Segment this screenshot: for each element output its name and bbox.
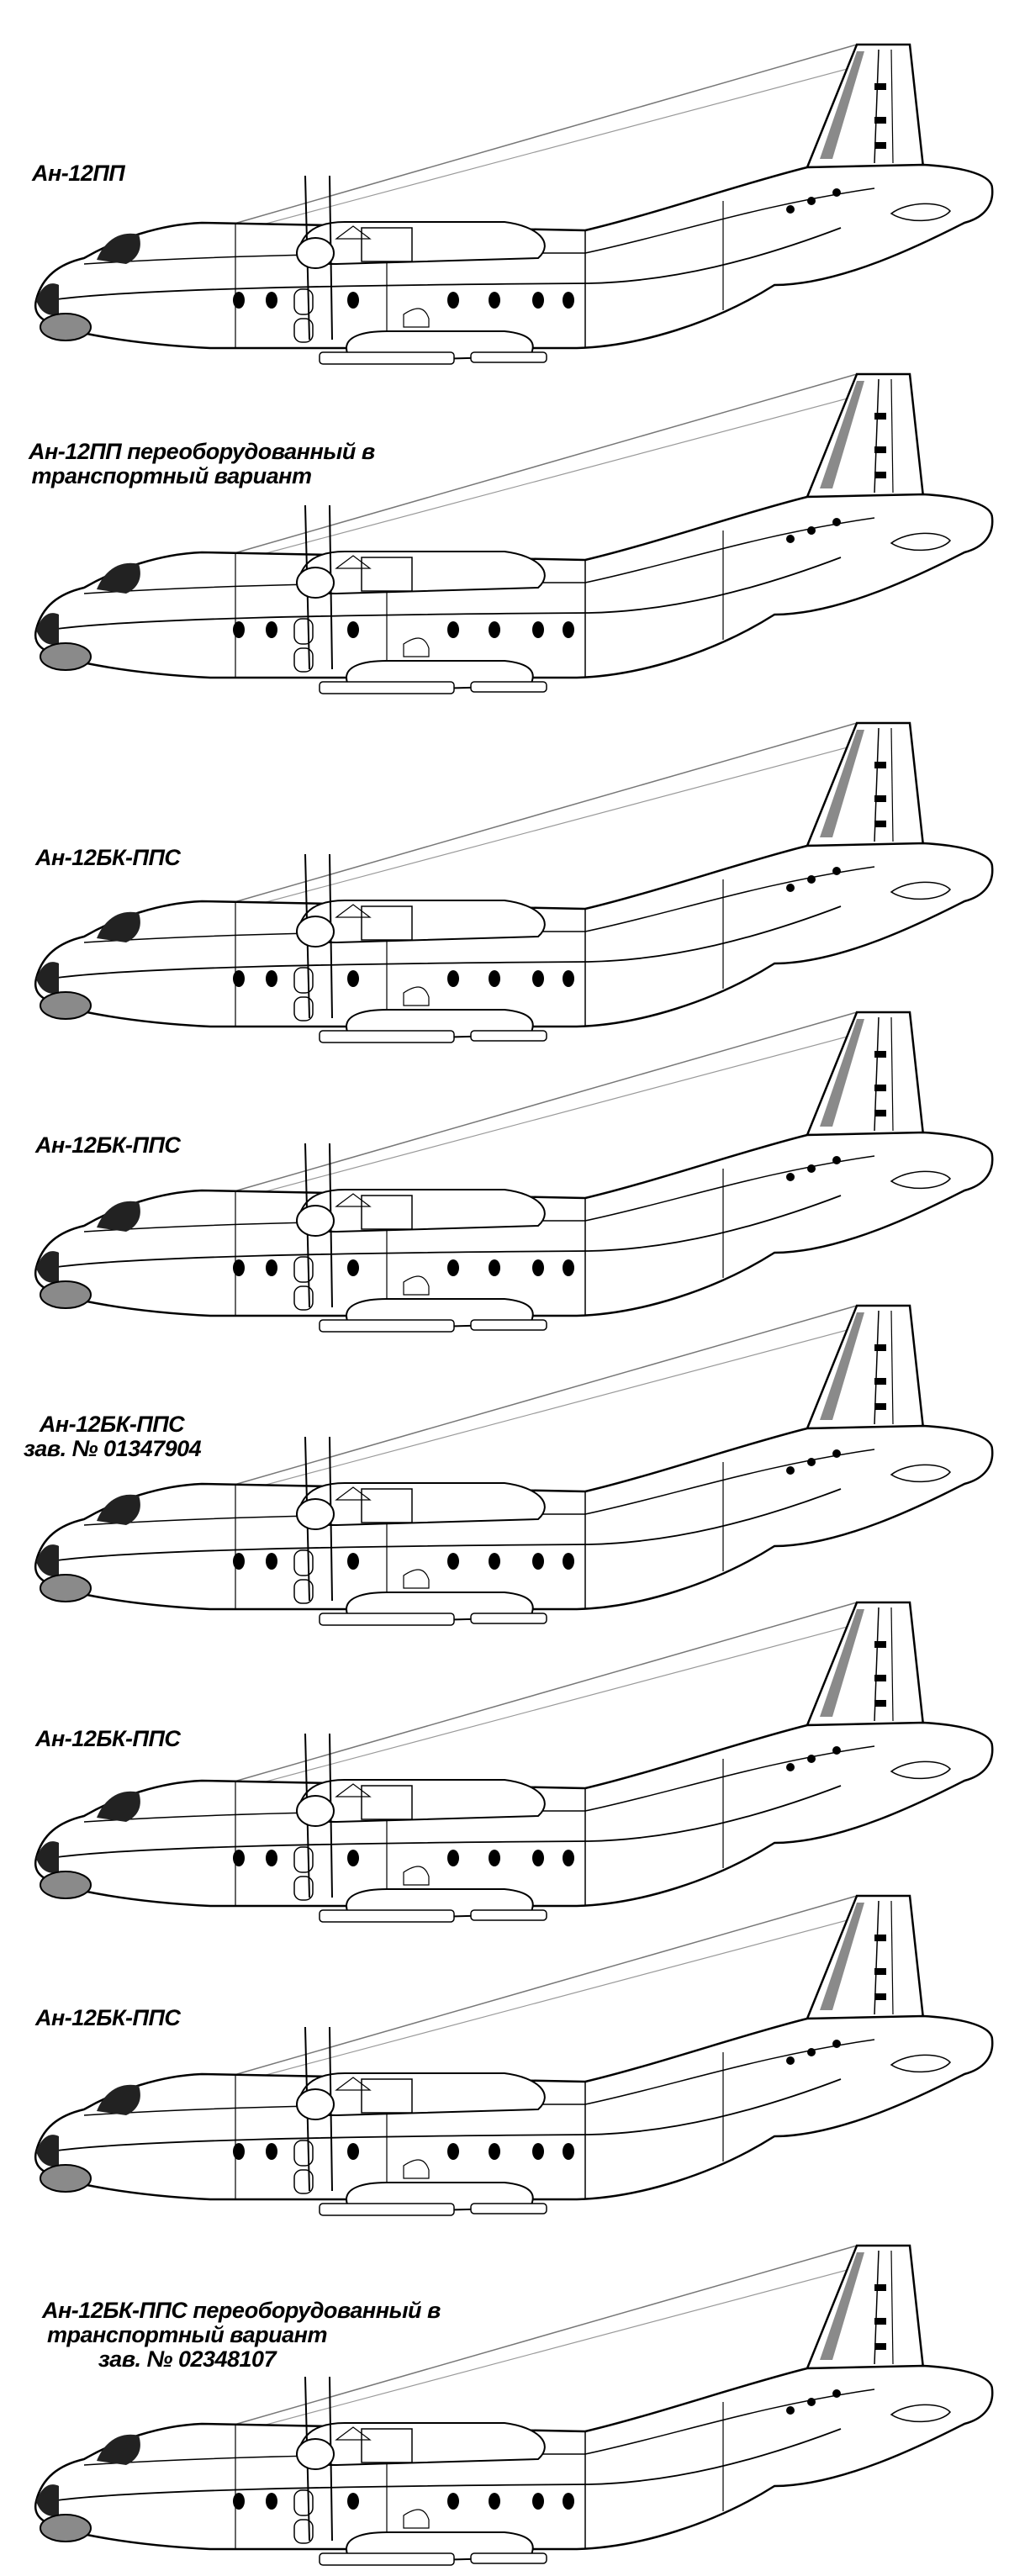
caption-line: Ан-12БК-ППС (35, 1132, 181, 1158)
aircraft-drawing-an12bk-pps-1 (0, 711, 1009, 1048)
caption-an12bk-pps-1: Ан-12БК-ППС (35, 845, 181, 870)
caption-line: транспортный вариант (47, 2322, 327, 2347)
caption-an12bk-pps-2: Ан-12БК-ППС (35, 1132, 181, 1158)
aircraft-drawing-an12bk-pps-01347904 (0, 1294, 1009, 1630)
aircraft-drawing-an12pp-transport (0, 362, 1009, 699)
aircraft-drawing-an12bk-pps-3 (0, 1591, 1009, 1927)
caption-line: Ан-12ПП (32, 161, 125, 186)
aircraft-drawing-an12bk-pps-4 (0, 1884, 1009, 2220)
caption-line: Ан-12БК-ППС (35, 2005, 181, 2030)
caption-an12pp-transport: Ан-12ПП переоборудованный в транспортный… (29, 439, 375, 488)
aircraft-drawing-an12bk-pps-2 (0, 1000, 1009, 1337)
caption-an12bk-pps-01347904: Ан-12БК-ППС зав. № 01347904 (24, 1412, 202, 1461)
caption-an12bk-pps-4: Ан-12БК-ППС (35, 2005, 181, 2030)
caption-line: Ан-12БК-ППС (35, 845, 181, 870)
caption-line: Ан-12БК-ППС переоборудованный в (42, 2298, 441, 2323)
caption-line: зав. № 01347904 (24, 1436, 202, 1461)
caption-line: зав. № 02348107 (98, 2346, 277, 2372)
caption-an12pp: Ан-12ПП (32, 161, 125, 186)
aircraft-drawing-an12bk-pps-transport-02348107 (0, 2234, 1009, 2570)
caption-an12bk-pps-transport-02348107: Ан-12БК-ППС переоборудованный в транспор… (42, 2298, 441, 2372)
caption-an12bk-pps-3: Ан-12БК-ППС (35, 1726, 181, 1751)
caption-line: Ан-12БК-ППС (35, 1726, 181, 1751)
caption-line: Ан-12ПП переоборудованный в (29, 439, 375, 464)
aircraft-drawing-an12pp (0, 33, 1009, 369)
caption-line: транспортный вариант (31, 463, 312, 488)
caption-line: Ан-12БК-ППС (39, 1412, 185, 1437)
